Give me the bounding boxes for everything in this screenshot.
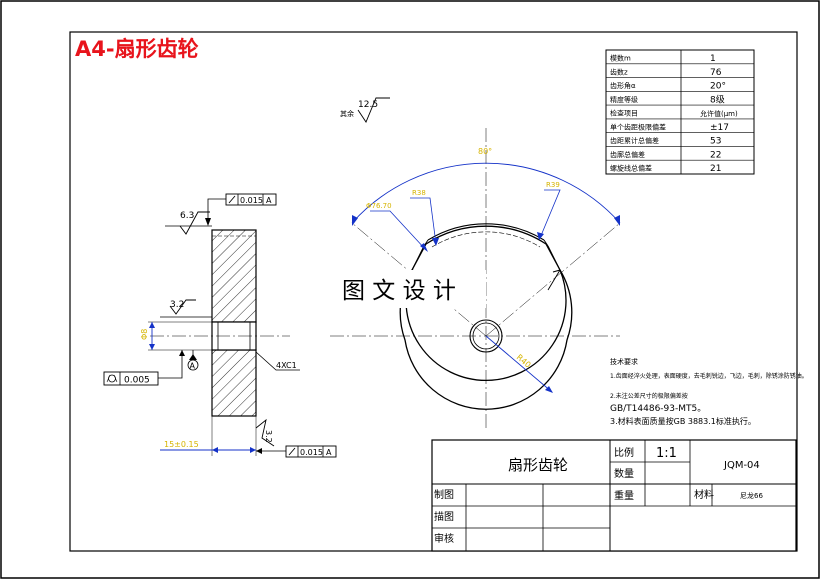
svg-text:2.未注公差尺寸的极限偏差按: 2.未注公差尺寸的极限偏差按 xyxy=(610,392,688,400)
svg-text:3.材料表面质量按GB 3883.1标准执行。: 3.材料表面质量按GB 3883.1标准执行。 xyxy=(610,416,756,426)
svg-text:0.015: 0.015 xyxy=(240,196,263,205)
table-row-value: 允许值(μm) xyxy=(700,109,738,118)
svg-text:技术要求: 技术要求 xyxy=(610,357,638,366)
svg-text:6.3: 6.3 xyxy=(180,211,194,221)
svg-text:Φ76.70: Φ76.70 xyxy=(366,202,392,210)
svg-text:12.5: 12.5 xyxy=(358,100,378,110)
svg-text:4XC1: 4XC1 xyxy=(276,361,297,370)
table-row-value: 76 xyxy=(710,68,722,78)
table-row-label: 齿廓总偏差 xyxy=(610,150,645,159)
gear-section-view xyxy=(150,229,290,417)
table-row-label: 模数m xyxy=(610,54,631,63)
title-weight-label: 重量 xyxy=(614,489,634,502)
svg-text:A: A xyxy=(266,196,272,205)
runout-tolerance-top: 0.015 A xyxy=(205,193,277,226)
sheet-title: A4-扇形齿轮 xyxy=(75,37,199,61)
technical-requirements: 技术要求 1.齿面经淬火处理，表面硬度，去毛刺锐边，飞边，毛刺，除锈涂防锈油。 … xyxy=(610,357,808,426)
table-row-label: 检查项目 xyxy=(610,109,638,118)
table-row-label: 齿距累计总偏差 xyxy=(610,136,659,145)
title-material-label: 材料 xyxy=(694,488,714,501)
table-row-value: 8级 xyxy=(710,93,725,105)
title-part-name: 扇形齿轮 xyxy=(508,456,568,474)
title-material-value: 尼龙66 xyxy=(740,491,763,500)
table-row-label: 齿形角α xyxy=(610,81,636,90)
svg-text:0.015: 0.015 xyxy=(300,448,323,457)
svg-text:15±0.15: 15±0.15 xyxy=(164,440,199,449)
svg-text:A: A xyxy=(326,448,332,457)
watermark-text: 图 文 设 计 xyxy=(342,278,456,304)
title-scale-value: 1:1 xyxy=(656,446,677,461)
table-row-value: 20° xyxy=(710,82,726,92)
svg-text:80°: 80° xyxy=(478,147,492,156)
gear-parameter-table: 模数m 1 齿数z 76 齿形角α 20° 精度等级 8级 检查项目 允许值(μ… xyxy=(605,49,755,175)
svg-text:其余: 其余 xyxy=(340,109,354,118)
title-drafted-label: 描图 xyxy=(434,510,454,523)
table-row-label: 单个齿距极限偏差 xyxy=(610,122,666,131)
table-row-label: 精度等级 xyxy=(610,95,638,104)
watermark-backdrop xyxy=(334,270,486,308)
runout-tolerance-bottom: 0.015 A xyxy=(256,445,337,458)
cylindricity-tolerance: 0.005 xyxy=(103,350,185,386)
table-row-label: 螺旋线总偏差 xyxy=(610,164,652,173)
svg-text:GB/T14486-93-MT5。: GB/T14486-93-MT5。 xyxy=(610,404,706,414)
bore-diameter-dimension: Φ8 xyxy=(140,321,212,351)
title-quantity-label: 数量 xyxy=(614,467,634,480)
chamfer-callout: 4XC1 xyxy=(255,351,300,371)
datum-a-marker: A xyxy=(187,350,199,371)
table-row-value: ±17 xyxy=(710,123,729,133)
table-row-value: 53 xyxy=(710,137,721,147)
svg-text:R38: R38 xyxy=(412,189,426,197)
svg-text:1.齿面经淬火处理，表面硬度，去毛刺锐边，飞边，毛刺，除锈涂: 1.齿面经淬火处理，表面硬度，去毛刺锐边，飞边，毛刺，除锈涂防锈油。 xyxy=(610,372,808,380)
roughness-bore: 3.2 xyxy=(160,299,212,318)
svg-text:3.2: 3.2 xyxy=(170,300,184,310)
svg-text:3.2: 3.2 xyxy=(264,430,273,443)
table-row-value: 22 xyxy=(710,151,721,161)
title-checked-label: 审核 xyxy=(434,532,454,545)
title-drawn-label: 制图 xyxy=(434,488,454,501)
roughness-rest-symbol: 其余 12.5 xyxy=(340,97,390,123)
gear-front-view xyxy=(330,128,621,430)
table-row-value: 1 xyxy=(710,54,716,64)
svg-text:A: A xyxy=(190,362,196,371)
roughness-bottom-face: 3.2 xyxy=(255,418,275,447)
table-row-label: 齿数z xyxy=(610,67,628,76)
roughness-top-face: 6.3 xyxy=(165,211,212,235)
title-block: 扇形齿轮 比例 1:1 JQM-04 数量 重量 材料 尼龙66 制图 描图 审… xyxy=(431,439,797,552)
title-scale-label: 比例 xyxy=(614,446,634,459)
width-dimension: 15±0.15 xyxy=(160,416,257,456)
table-row-value: 21 xyxy=(710,164,721,174)
svg-text:Φ8: Φ8 xyxy=(140,329,149,340)
title-drawing-no: JQM-04 xyxy=(723,460,760,471)
svg-text:0.005: 0.005 xyxy=(124,376,150,386)
svg-text:R39: R39 xyxy=(546,181,560,189)
